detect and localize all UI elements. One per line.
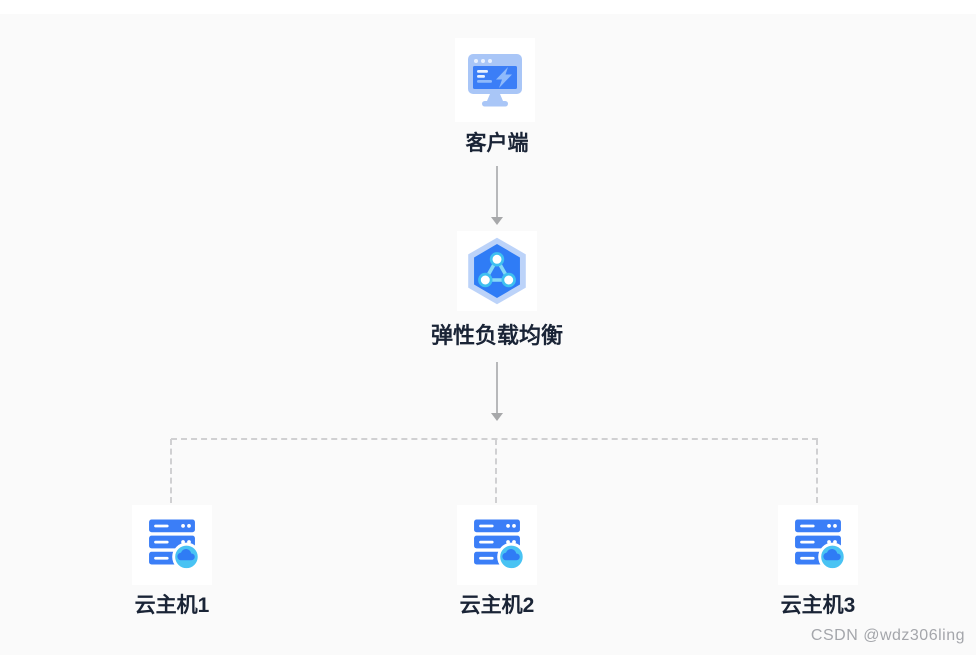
client-node (455, 38, 535, 122)
client-label: 客户端 (465, 132, 529, 155)
host1-node (132, 505, 212, 585)
hexagon-network-icon (468, 237, 526, 305)
connector-line (496, 362, 498, 413)
host3-node (778, 505, 858, 585)
branch-line-host2 (495, 439, 497, 503)
load-balancer-node (457, 231, 537, 311)
monitor-lightning-icon (468, 54, 522, 107)
csdn-watermark: CSDN @wdz306ling (810, 627, 965, 644)
host2-label: 云主机2 (459, 594, 535, 617)
connector-line (496, 166, 498, 217)
cloud-server-icon (474, 519, 526, 572)
host3-label: 云主机3 (780, 594, 856, 617)
branch-line-host3 (816, 439, 818, 503)
host1-label: 云主机1 (134, 594, 210, 617)
host2-node (457, 505, 537, 585)
arrow-down-icon (491, 217, 503, 225)
cloud-server-icon (149, 519, 201, 572)
arrow-down-icon (491, 413, 503, 421)
branch-horizontal-line (171, 438, 818, 440)
load-balancer-label: 弹性负载均衡 (430, 323, 564, 348)
branch-line-host1 (170, 439, 172, 503)
cloud-server-icon (795, 519, 847, 572)
